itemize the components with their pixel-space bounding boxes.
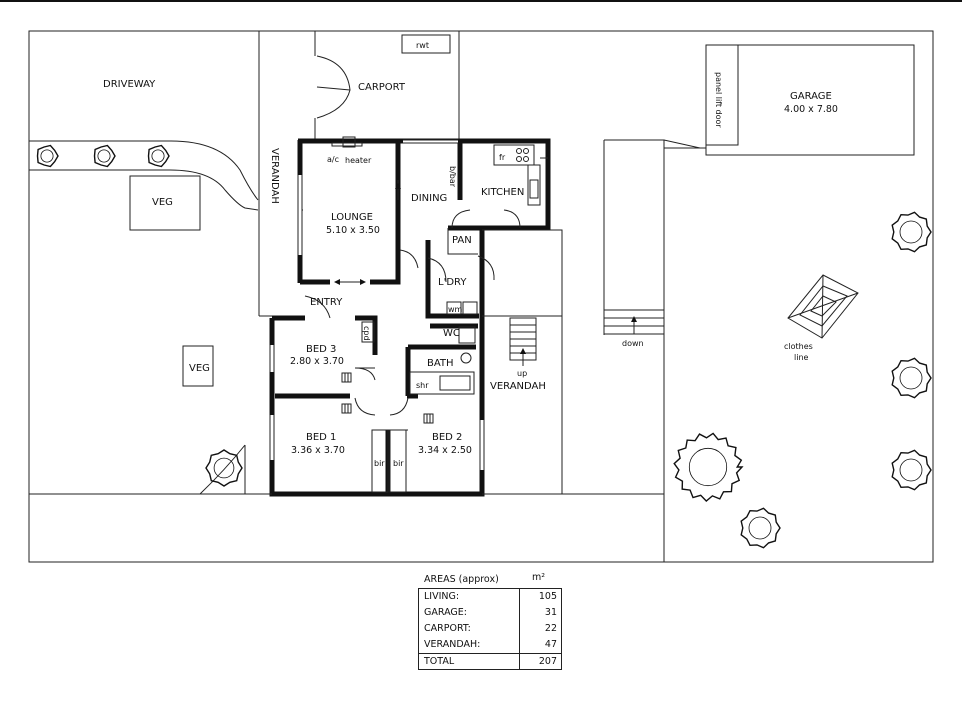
areas-row-label: GARAGE: — [419, 605, 520, 621]
panel-lift-door — [705, 44, 739, 146]
vent-icon-bed2 — [423, 413, 434, 424]
label-bir-1: bir — [374, 459, 385, 468]
verandah-rear — [482, 229, 563, 317]
label-bed3-dim: 2.80 x 3.70 — [290, 356, 344, 367]
label-driveway: DRIVEWAY — [103, 79, 156, 90]
sink — [529, 179, 539, 199]
label-clothes: clothes — [784, 342, 813, 351]
areas-row-value: 47 — [544, 639, 557, 650]
label-kitchen: KITCHEN — [481, 187, 524, 198]
label-bed2: BED 2 — [432, 432, 462, 443]
label-entry: ENTRY — [310, 297, 343, 308]
rwt-tank — [401, 34, 451, 54]
label-line: line — [794, 353, 809, 362]
label-panel-lift-door: panel lift door — [714, 72, 723, 128]
hills-hoist-icon — [787, 274, 859, 339]
vent-icon-bed1 — [341, 403, 352, 414]
trough — [462, 301, 478, 315]
label-bed2-dim: 3.34 x 2.50 — [418, 445, 472, 456]
label-garage-dim: 4.00 x 7.80 — [784, 104, 838, 115]
label-bath: BATH — [427, 358, 454, 369]
site-boundary — [28, 30, 934, 563]
areas-row: LIVING: 105 — [419, 589, 561, 605]
areas-row-label: LIVING: — [419, 589, 520, 605]
areas-total-label: TOTAL — [419, 654, 520, 669]
label-bir-2: bir — [393, 459, 404, 468]
pantry-wall — [447, 228, 478, 255]
label-bbar: b/bar — [448, 166, 457, 188]
label-garage: GARAGE — [790, 91, 832, 102]
label-verandah-rear: VERANDAH — [490, 381, 546, 392]
heater-unit — [342, 136, 356, 148]
garden-edge — [29, 169, 259, 211]
label-lounge: LOUNGE — [331, 212, 373, 223]
tree-icon — [891, 357, 932, 399]
bath-tub — [439, 375, 471, 391]
label-fridge: fr — [499, 153, 506, 162]
label-cpd: cpd — [362, 326, 371, 341]
areas-row: VERANDAH: 47 — [419, 637, 561, 653]
driveway-curve — [170, 140, 259, 201]
label-laundry: L'DRY — [438, 277, 467, 288]
label-pantry: PAN — [452, 235, 472, 246]
areas-row-value: 105 — [538, 591, 557, 602]
label-veg-2: VEG — [189, 363, 210, 374]
label-rwt: rwt — [416, 41, 429, 50]
label-ac: a/c — [327, 155, 339, 164]
yard-edge — [29, 444, 246, 495]
tree-icon — [147, 144, 170, 168]
tree-icon — [891, 211, 932, 253]
vent-icon-bed3 — [341, 372, 352, 383]
areas-row: GARAGE: 31 — [419, 605, 561, 621]
steps-up — [509, 317, 537, 366]
areas-row-label: CARPORT: — [419, 621, 520, 637]
tree-icon — [36, 144, 59, 168]
cupboard — [361, 321, 375, 343]
label-up: up — [517, 369, 527, 378]
areas-row-value: 22 — [544, 623, 557, 634]
label-lounge-dim: 5.10 x 3.50 — [326, 225, 380, 236]
label-shower: shr — [416, 381, 429, 390]
areas-row-value: 31 — [544, 607, 557, 618]
shower — [409, 371, 475, 395]
tree-icon — [205, 449, 243, 487]
areas-row: CARPORT: 22 — [419, 621, 561, 637]
label-down: down — [622, 339, 644, 348]
tree-icon — [93, 144, 116, 168]
areas-total-value: 207 — [538, 656, 557, 667]
fridge — [493, 144, 535, 166]
areas-unit: m² — [532, 572, 546, 583]
areas-row-label: VERANDAH: — [419, 637, 520, 653]
areas-header: AREAS (approx) m² — [418, 570, 562, 588]
label-bed1-dim: 3.36 x 3.70 — [291, 445, 345, 456]
tree-icon — [891, 449, 932, 491]
areas-total-row: TOTAL 207 — [419, 653, 561, 669]
label-bed3: BED 3 — [306, 344, 336, 355]
label-bed1: BED 1 — [306, 432, 336, 443]
tree-icons — [36, 144, 932, 549]
veg-box-2 — [182, 345, 214, 387]
tree-icon — [740, 507, 781, 549]
basin — [460, 352, 472, 364]
label-carport: CARPORT — [358, 82, 406, 93]
kitchen-bench — [527, 164, 541, 206]
label-veg-1: VEG — [152, 197, 173, 208]
label-heater: heater — [345, 156, 372, 165]
label-verandah-side: VERANDAH — [269, 148, 280, 204]
house-outer-wall — [269, 228, 485, 497]
tree-icon — [673, 432, 744, 502]
label-wc: WC — [443, 328, 460, 339]
veg-box-1 — [129, 175, 201, 231]
washing-machine — [446, 301, 462, 315]
areas-title: AREAS (approx) — [424, 574, 499, 585]
toilet — [458, 326, 476, 344]
label-dining: DINING — [411, 193, 447, 204]
label-wm: wm — [448, 305, 463, 314]
